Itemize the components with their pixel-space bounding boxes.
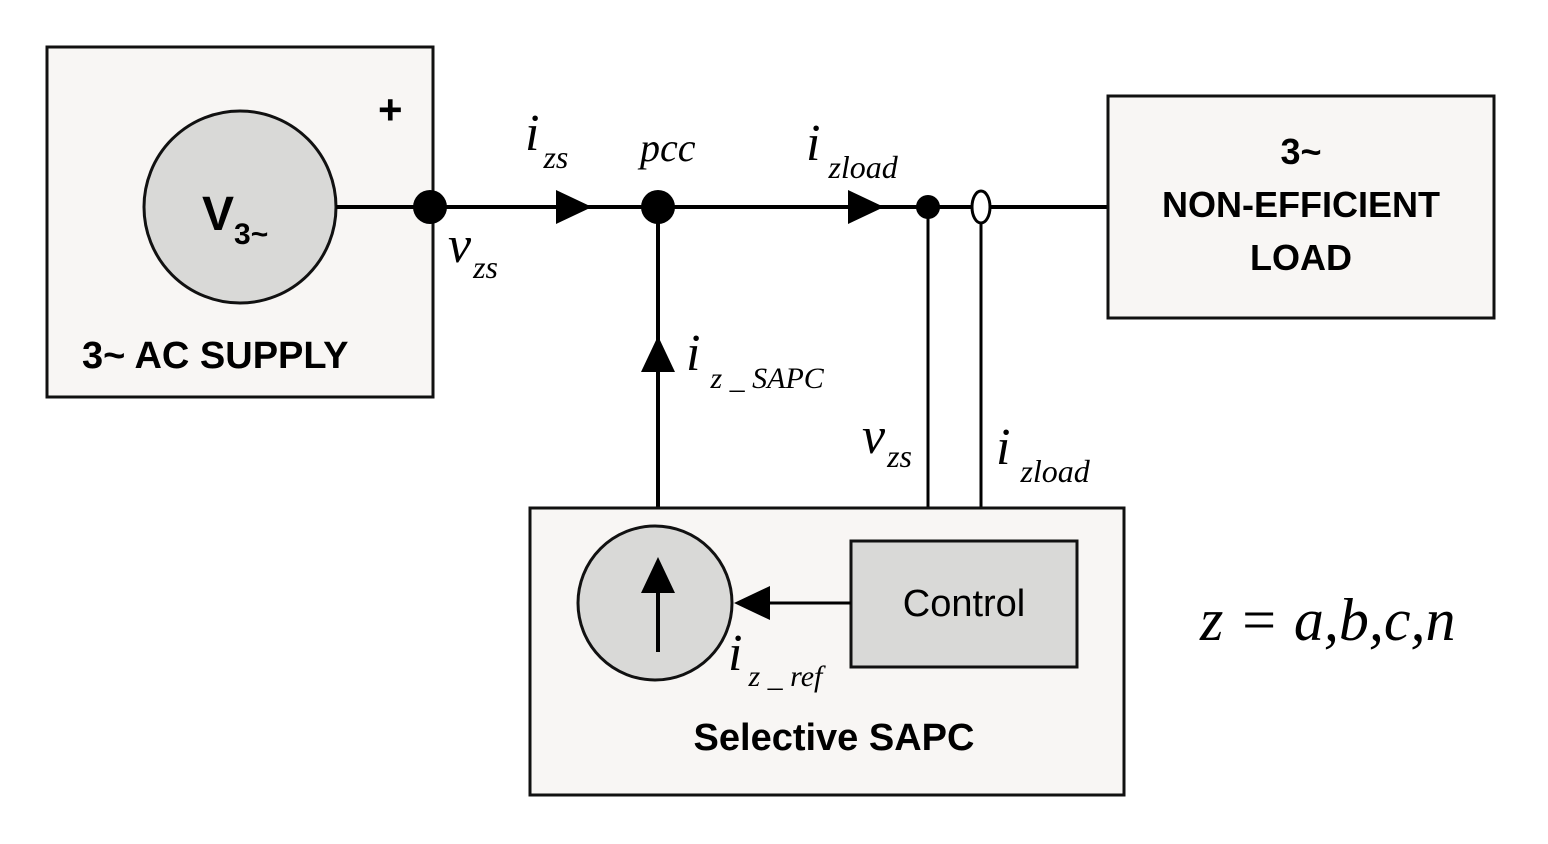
plus-sign: + <box>378 86 403 133</box>
ac-supply-block: V3~ + 3~ AC SUPPLY <box>45 45 435 399</box>
load-box <box>1106 94 1496 320</box>
load-label-line1: 3~ <box>1280 131 1321 172</box>
voltage-source-circle <box>142 109 338 305</box>
i-zload-arrow <box>848 190 884 224</box>
control-label: Control <box>903 583 1026 625</box>
label-v-zs-control: vzs <box>862 408 912 474</box>
current-sensor <box>970 189 992 225</box>
phase-index-equation: z = a,b,c,n <box>1199 587 1455 653</box>
i-z-sapc-arrow <box>641 336 675 372</box>
label-v-zs-left: vzs <box>448 217 498 285</box>
i-z-ref-arrow <box>734 586 770 620</box>
supply-node <box>413 190 447 224</box>
control-box <box>849 539 1079 669</box>
load-label-line2: NON-EFFICIENT <box>1162 184 1440 225</box>
load-block: 3~ NON-EFFICIENT LOAD <box>1106 94 1496 320</box>
current-source-circle <box>576 524 734 682</box>
vertical-connections <box>641 207 983 541</box>
sapc-label: Selective SAPC <box>694 717 975 759</box>
voltage-source-symbol: V3~ <box>202 188 268 251</box>
i-zs-arrow <box>556 190 592 224</box>
load-label-line3: LOAD <box>1250 237 1352 278</box>
ac-supply-label: 3~ AC SUPPLY <box>82 335 348 377</box>
main-line <box>336 189 1108 225</box>
label-pcc: pcc <box>637 125 696 170</box>
current-source-arrow-head <box>641 557 675 593</box>
sapc-block: Control Selective SAPC <box>528 506 1126 797</box>
